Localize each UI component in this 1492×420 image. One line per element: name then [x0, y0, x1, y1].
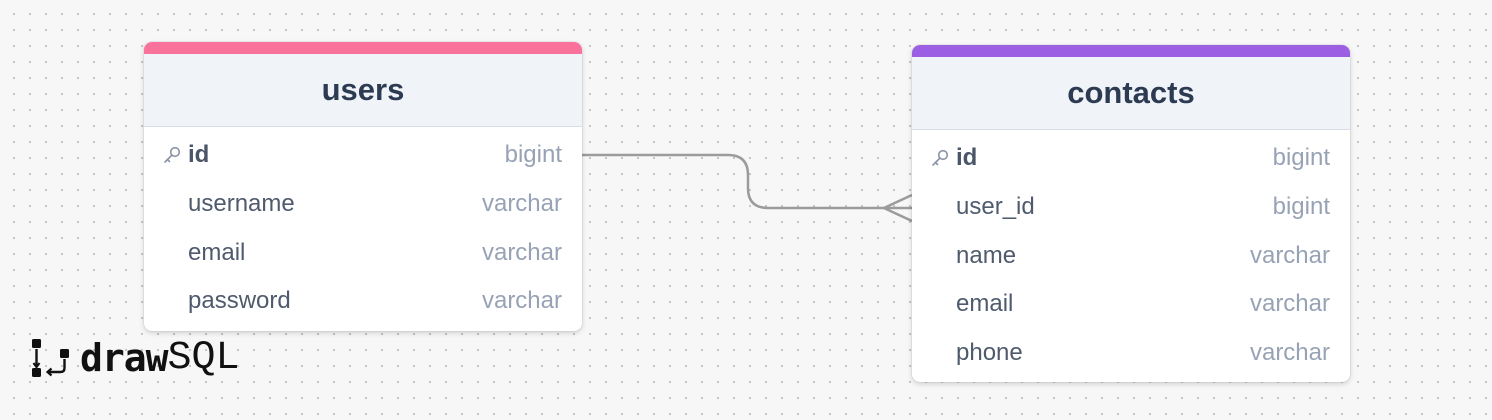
key-icon [932, 150, 949, 167]
column-name: id [188, 141, 210, 169]
key-icon [164, 147, 181, 164]
column-type: varchar [481, 190, 562, 218]
table-header[interactable]: users [144, 54, 582, 127]
logo-text-sql: SQL [167, 335, 240, 381]
table-accent-bar [144, 42, 582, 54]
logo-text-draw: draw [80, 336, 169, 380]
column-type: bigint [1272, 144, 1330, 172]
column-row-username[interactable]: username varchar [144, 180, 582, 229]
column-row-phone[interactable]: phone varchar [912, 329, 1350, 378]
column-name: name [956, 241, 1017, 269]
column-name: id [956, 144, 978, 172]
column-row-user-id[interactable]: user_id bigint [912, 183, 1350, 232]
relationship-connector[interactable] [582, 153, 912, 210]
column-name: email [188, 238, 246, 266]
table-header[interactable]: contacts [912, 57, 1350, 130]
column-row-name[interactable]: name varchar [912, 231, 1350, 280]
table-users[interactable]: users id bigint username varchar [144, 42, 582, 331]
column-type: varchar [1249, 241, 1330, 269]
column-row-id[interactable]: id bigint [144, 131, 582, 180]
column-type: varchar [1249, 290, 1330, 318]
column-type: varchar [1249, 339, 1330, 367]
drawsql-logo-icon [32, 339, 69, 377]
column-name: username [188, 190, 295, 218]
column-name: phone [956, 339, 1023, 367]
table-title: users [321, 72, 405, 107]
column-type: bigint [1272, 193, 1330, 221]
column-list: id bigint user_id bigint name varchar em… [912, 130, 1350, 382]
drawsql-logo: draw SQL [30, 335, 240, 381]
table-contacts[interactable]: contacts id bigint user_id bigint [912, 45, 1350, 383]
column-row-id[interactable]: id bigint [912, 134, 1350, 183]
crows-foot-many-icon [881, 193, 913, 223]
table-accent-bar [912, 45, 1350, 57]
table-title: contacts [1067, 75, 1195, 110]
column-type: varchar [481, 238, 562, 266]
column-row-email[interactable]: email varchar [144, 228, 582, 277]
column-list: id bigint username varchar email varchar… [144, 127, 582, 331]
column-name: password [188, 287, 291, 315]
column-type: varchar [481, 287, 562, 315]
column-name: email [956, 290, 1014, 318]
column-row-password[interactable]: password varchar [144, 277, 582, 326]
column-type: bigint [504, 141, 562, 169]
column-name: user_id [956, 193, 1035, 221]
column-row-email[interactable]: email varchar [912, 280, 1350, 329]
